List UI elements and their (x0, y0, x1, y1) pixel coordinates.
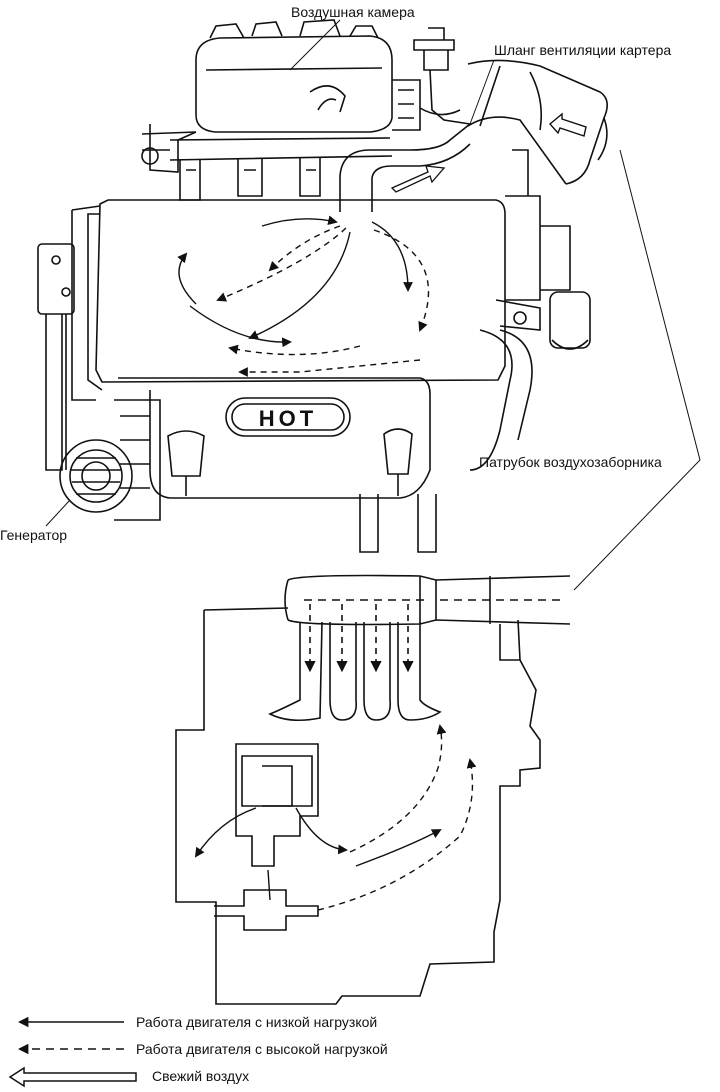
timing-cover (37, 243, 75, 471)
pcv-pipe (339, 123, 471, 212)
intake-pipe-top (467, 59, 608, 185)
intake-tube (284, 574, 571, 626)
leader-lines (45, 19, 701, 591)
head-airflow (177, 215, 430, 377)
intake-pipe-label: Патрубок воздухозаборника (479, 454, 662, 470)
pcv-flow-arrow (390, 165, 446, 193)
engine-top-view: HOT (37, 19, 701, 591)
generator-body (59, 399, 161, 521)
legend-high-load: Работа двигателя с высокой нагрузкой (12, 1039, 492, 1059)
crankcase-vent-hose (413, 27, 471, 125)
legend-fresh-air-text: Свежий воздух (152, 1068, 250, 1084)
air-chamber (195, 19, 421, 133)
intake-runners-section (268, 599, 442, 722)
legend-graphics (8, 1016, 137, 1088)
piston-assembly (214, 743, 319, 931)
block-outline (175, 607, 541, 1005)
cylinder-head (71, 199, 506, 401)
fresh-air-arrow-top (548, 112, 587, 137)
oil-pan-front (118, 377, 437, 553)
legend-low-load-text: Работа двигателя с низкой нагрузкой (136, 1014, 378, 1030)
thermostat-housing (495, 149, 591, 350)
lower-pipe (469, 329, 533, 471)
crankcase-vent-hose-label: Шланг вентиляции картера (494, 42, 672, 58)
crankcase-airflow (194, 724, 477, 911)
legend-low-load: Работа двигателя с низкой нагрузкой (12, 1012, 492, 1032)
hot-plate-text: HOT (259, 406, 317, 431)
legend-hollow-arrow (8, 1066, 137, 1088)
legend-fresh-air: Свежий воздух (12, 1066, 492, 1086)
intake-runners (141, 124, 393, 201)
air-chamber-label: Воздушная камера (291, 4, 415, 20)
legend-high-load-text: Работа двигателя с высокой нагрузкой (136, 1041, 388, 1057)
generator-label: Генератор (0, 527, 68, 543)
engine-cross-section (175, 574, 571, 1005)
